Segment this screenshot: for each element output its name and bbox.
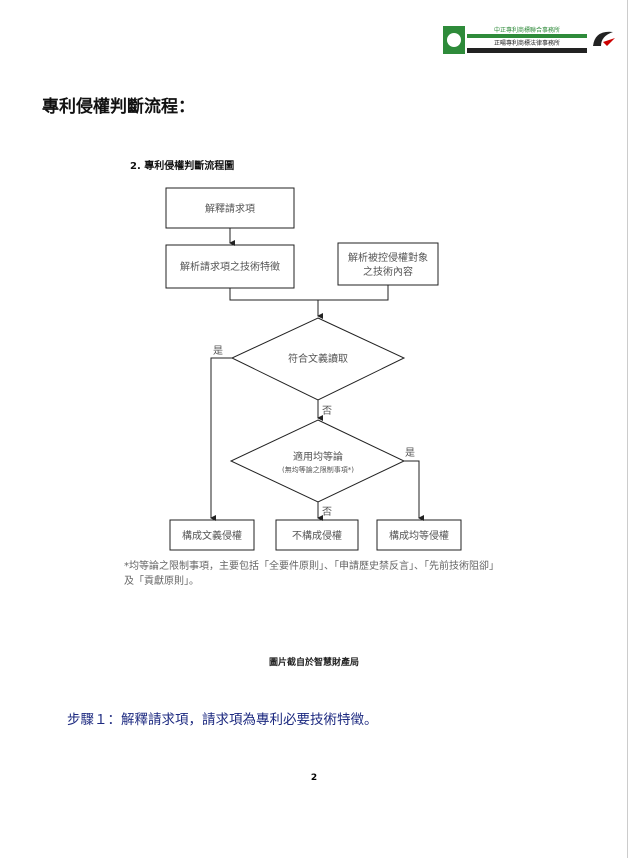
label-equiv-infringe: 構成均等侵權 [389, 529, 449, 542]
label-no-2: 否 [322, 506, 332, 518]
label-equiv-sub: (無均等論之限制事項*) [282, 465, 354, 474]
label-accused-1: 解析被控侵權對象 [348, 251, 428, 264]
label-yes-2: 是 [405, 447, 415, 459]
firm-logo: 中正專利商標聯合事務所 正暘專利商標法律事務所 [443, 26, 615, 54]
label-literal: 符合文義讀取 [288, 352, 348, 365]
label-no-1: 否 [322, 405, 332, 417]
box-equiv-infringe [376, 519, 462, 551]
figure-title: 2. 專利侵權判斷流程圖 [130, 161, 235, 172]
label-no-infringe: 不構成侵權 [292, 529, 342, 542]
footnote: *均等論之限制事項，主要包括「全要件原則」、「申請歷史禁反言」、「先前技術阻卻」… [124, 561, 499, 587]
label-interpret: 解釋請求項 [205, 202, 255, 215]
logo-line1: 中正專利商標聯合事務所 [494, 26, 560, 34]
label-claim-features: 解析請求項之技術特徵 [180, 260, 280, 273]
box-no-infringe [275, 519, 359, 551]
label-literal-infringe: 構成文義侵權 [182, 529, 242, 542]
flowchart: 解釋請求項 解析請求項之技術特徵 解析被控侵權對象 之技術內容 符合文義讀取 適… [165, 187, 462, 551]
page-number: 2 [310, 773, 318, 783]
box-accused [337, 242, 439, 286]
box-literal-infringe [169, 519, 255, 551]
logo-line2: 正暘專利商標法律事務所 [494, 39, 560, 47]
label-accused-2: 之技術內容 [363, 265, 413, 278]
label-yes-1: 是 [213, 345, 223, 357]
label-equiv: 適用均等論 [293, 450, 343, 463]
page-title: 專利侵權判斷流程： [42, 97, 195, 117]
step-text: 步驟１：解釋請求項，請求項為專利必要技術特徵。 [67, 712, 378, 728]
image-caption: 圖片截自於智慧財產局 [268, 658, 359, 668]
